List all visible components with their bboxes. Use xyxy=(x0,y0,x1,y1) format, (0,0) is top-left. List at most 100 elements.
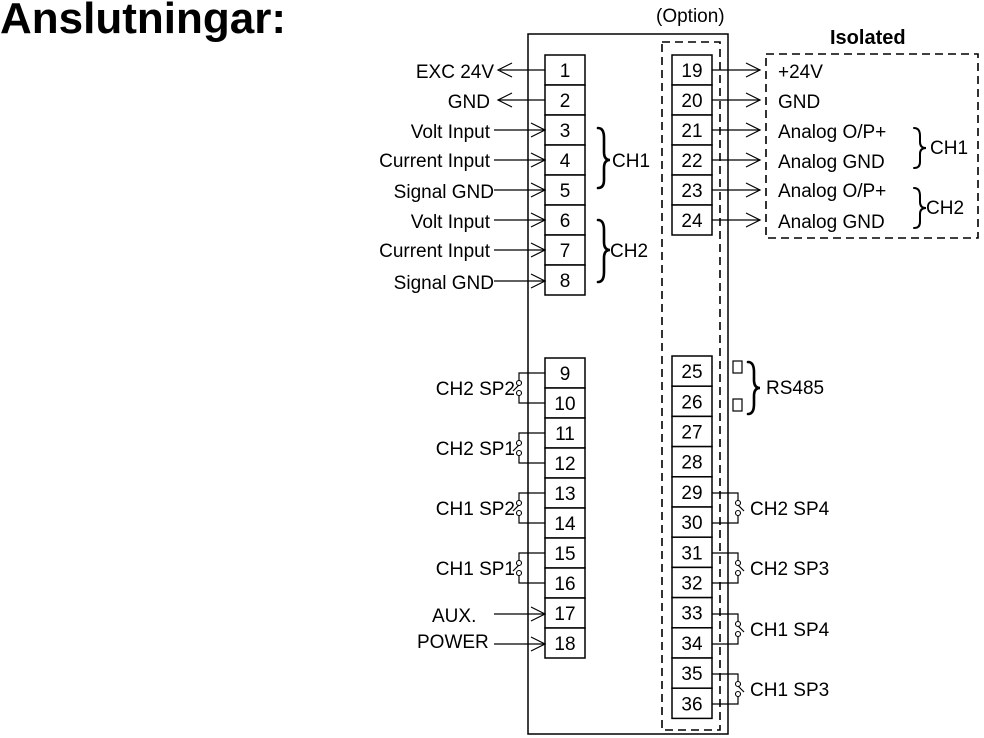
power-arrowhead xyxy=(530,636,547,652)
right-relay-wire-top-1 xyxy=(712,552,739,561)
signal-gnd-1-label: Signal GND xyxy=(394,182,494,203)
rs485-label: RS485 xyxy=(766,378,824,399)
right-relay-switch-2 xyxy=(737,625,745,633)
exc-24v-label: EXC 24V xyxy=(416,62,494,83)
terminal-box-23 xyxy=(671,174,713,206)
left-relay-switch-3 xyxy=(512,564,520,572)
terminal-box-34 xyxy=(671,627,713,659)
right-relay-contact-top-0 xyxy=(734,499,742,507)
terminal-box-19 xyxy=(671,54,713,86)
terminal-number-25: 25 xyxy=(681,362,702,383)
terminal-number-2: 2 xyxy=(560,91,571,112)
right-relay-wire-bottom-0 xyxy=(712,515,739,524)
terminal-number-34: 34 xyxy=(681,634,703,655)
terminal-box-17 xyxy=(544,597,586,629)
right-relay-switch-0 xyxy=(737,504,745,512)
power-label: POWER xyxy=(417,632,489,653)
terminal-number-8: 8 xyxy=(560,271,571,292)
left-relay-switch-0 xyxy=(512,384,520,392)
left-relay-wire-bottom-3 xyxy=(518,575,545,584)
volt-input-2-label: Volt Input xyxy=(411,212,491,233)
terminal-box-25 xyxy=(671,355,713,387)
iso-arrowhead-19 xyxy=(745,62,762,78)
right-relay-wire-bottom-1 xyxy=(712,575,739,584)
terminal-number-7: 7 xyxy=(560,241,571,262)
left-relay-switch-2 xyxy=(512,504,520,512)
left-relay-switch-1 xyxy=(512,444,520,452)
terminal-number-14: 14 xyxy=(554,514,576,535)
terminal-box-35 xyxy=(671,657,713,689)
right-relay-wire-top-3 xyxy=(712,673,739,682)
isolated-output-arrows xyxy=(712,62,762,228)
iso-arrowhead-21 xyxy=(745,122,762,138)
terminal-box-26 xyxy=(671,385,713,418)
terminal-box-14 xyxy=(544,507,586,539)
option-region xyxy=(661,41,721,731)
left-relay-label-1: CH2 SP1 xyxy=(436,439,515,460)
left-relay-wire-top-1 xyxy=(518,432,545,441)
left-relay-wire-bottom-2 xyxy=(518,515,545,524)
terminal-number-13: 13 xyxy=(554,484,575,505)
right-relay-contact-bottom-3 xyxy=(734,690,742,698)
terminal-number-1: 1 xyxy=(560,61,571,82)
signal-gnd-1-arrowhead xyxy=(530,182,547,198)
terminal-number-24: 24 xyxy=(681,211,703,232)
terminal-number-29: 29 xyxy=(681,483,702,504)
ao-ch2-pos-label: Analog O/P+ xyxy=(778,181,886,202)
ch1-input-brace xyxy=(596,126,611,190)
right-relay-wire-top-2 xyxy=(712,613,739,622)
ch2-input-label: CH2 xyxy=(610,241,648,262)
aux-arrowhead xyxy=(530,606,547,622)
terminal-number-28: 28 xyxy=(681,453,702,474)
rs485-pin-b xyxy=(732,398,743,412)
ao-ch1-brace xyxy=(913,127,927,169)
terminal-number-5: 5 xyxy=(560,181,571,202)
left-relay-contact-top-2 xyxy=(515,499,523,507)
left-relay-contact-bottom-3 xyxy=(515,569,523,577)
terminal-number-18: 18 xyxy=(554,634,575,655)
volt-input-1-arrowhead xyxy=(530,122,547,138)
terminal-number-17: 17 xyxy=(554,604,575,625)
ch1-input-label: CH1 xyxy=(612,151,650,172)
signal-gnd-2-label: Signal GND xyxy=(394,273,494,294)
terminal-number-12: 12 xyxy=(554,454,575,475)
left-relay-wire-top-3 xyxy=(518,552,545,561)
right-relay-contact-bottom-0 xyxy=(734,509,742,517)
terminal-number-36: 36 xyxy=(681,694,702,715)
volt-input-1-label: Volt Input xyxy=(411,122,491,143)
left-relay-contact-top-1 xyxy=(515,439,523,447)
iso-arrowhead-24 xyxy=(745,212,762,228)
right-relay-label-0: CH2 SP4 xyxy=(750,499,830,520)
terminal-box-21 xyxy=(671,114,713,146)
terminal-number-3: 3 xyxy=(560,121,571,142)
isolated-region xyxy=(765,53,979,239)
volt-input-2-arrowhead xyxy=(530,212,547,228)
ch2-input-brace xyxy=(596,218,611,284)
right-relay-label-3: CH1 SP3 xyxy=(750,680,829,701)
left-relay-label-3: CH1 SP1 xyxy=(436,559,515,580)
right-relay-wire-bottom-2 xyxy=(712,636,739,645)
left-relay-label-0: CH2 SP2 xyxy=(436,379,515,400)
terminal-box-33 xyxy=(671,596,713,629)
right-relay-contact-top-2 xyxy=(734,620,742,628)
left-relay-contact-bottom-1 xyxy=(515,449,523,457)
right-relay-label-2: CH1 SP4 xyxy=(750,620,830,641)
device-body xyxy=(527,33,729,735)
terminal-number-19: 19 xyxy=(681,61,702,82)
gnd-label: GND xyxy=(448,92,490,113)
right-relay-wire-bottom-3 xyxy=(712,696,739,705)
current-input-1-arrowhead xyxy=(530,152,547,168)
left-relay-label-2: CH1 SP2 xyxy=(436,499,515,520)
terminal-number-21: 21 xyxy=(681,121,702,142)
gnd-arrowhead xyxy=(496,92,513,108)
terminal-number-32: 32 xyxy=(681,574,702,595)
ao-ch2-brace xyxy=(913,187,927,229)
current-input-2-label: Current Input xyxy=(379,241,491,262)
current-input-1-label: Current Input xyxy=(379,151,491,172)
right-relay-contact-top-1 xyxy=(734,559,742,567)
